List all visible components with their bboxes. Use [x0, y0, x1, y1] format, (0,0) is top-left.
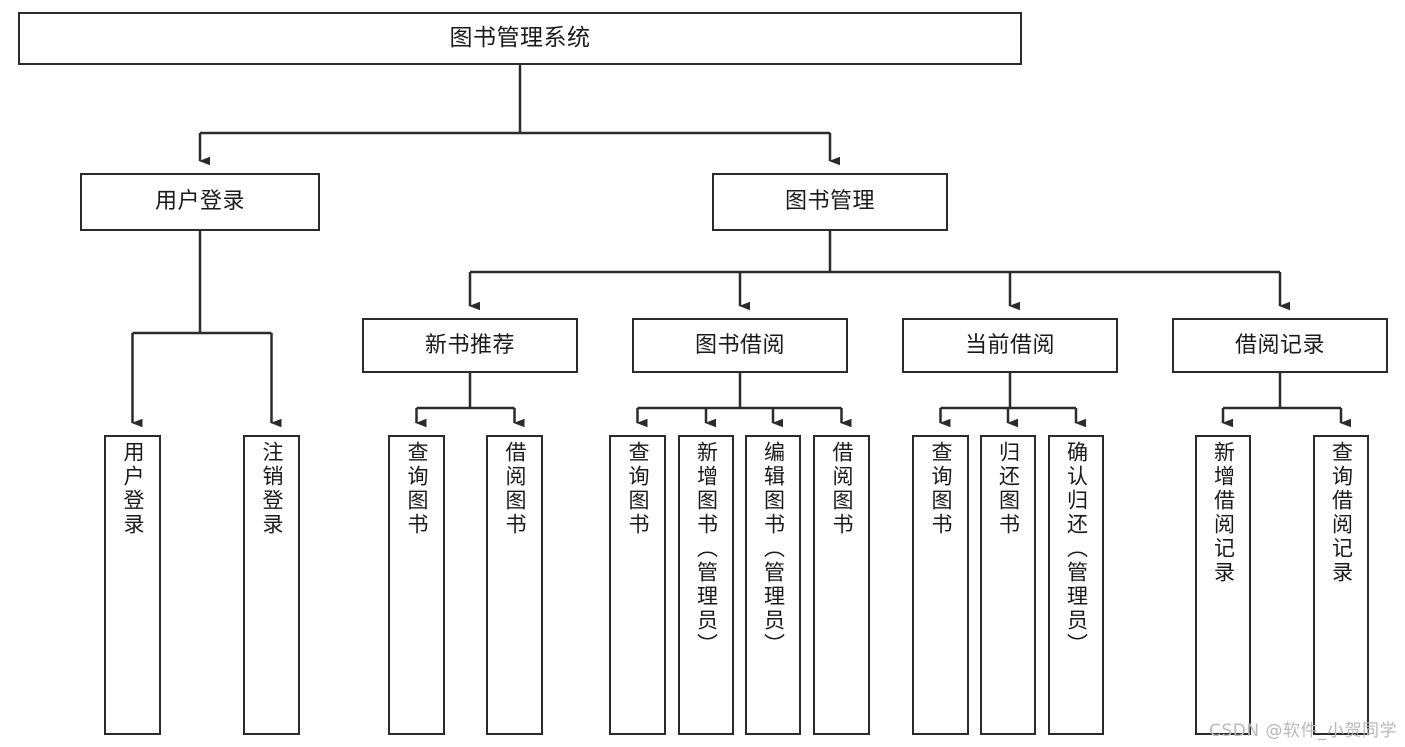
node-leaf-cl-query[interactable]: 查询图书 — [912, 435, 969, 735]
node-label: 新增图书（管理员） — [694, 441, 719, 657]
node-label: 确认归还（管理员） — [1064, 441, 1089, 657]
node-label: 查询图书 — [626, 441, 650, 537]
node-label: 当前借阅 — [964, 332, 1055, 358]
node-leaf-bb-add[interactable]: 新增图书（管理员） — [678, 435, 734, 735]
node-label: 借阅图书 — [503, 441, 527, 537]
node-label: 查询图书 — [405, 441, 429, 537]
node-leaf-lr-add[interactable]: 新增借阅记录 — [1195, 435, 1251, 735]
node-root[interactable]: 图书管理系统 — [18, 12, 1022, 65]
node-label: 借阅图书 — [830, 441, 854, 537]
node-label: 查询图书 — [929, 441, 953, 537]
node-leaf-rec-query[interactable]: 查询图书 — [388, 435, 445, 735]
node-l3-current-loan[interactable]: 当前借阅 — [902, 318, 1118, 373]
node-l2-book-mgmt[interactable]: 图书管理 — [712, 173, 948, 231]
node-leaf-cl-confirm[interactable]: 确认归还（管理员） — [1048, 435, 1104, 735]
node-l3-book-borrow[interactable]: 图书借阅 — [632, 318, 848, 373]
node-label: 新增借阅记录 — [1211, 441, 1236, 585]
node-leaf-cl-return[interactable]: 归还图书 — [980, 435, 1036, 735]
node-label: 新书推荐 — [424, 332, 515, 358]
node-leaf-lr-query[interactable]: 查询借阅记录 — [1313, 435, 1369, 735]
node-leaf-bb-borrow[interactable]: 借阅图书 — [813, 435, 870, 735]
node-leaf-user-login[interactable]: 用户登录 — [104, 435, 161, 735]
watermark-label: CSDN @软件_小贺同学 — [1209, 721, 1397, 741]
node-label: 注销登录 — [260, 441, 284, 537]
node-l2-user-login[interactable]: 用户登录 — [80, 173, 320, 231]
node-label: 图书管理 — [784, 189, 875, 215]
node-label: 查询借阅记录 — [1329, 441, 1354, 585]
node-l3-loan-record[interactable]: 借阅记录 — [1172, 318, 1388, 373]
node-leaf-rec-borrow[interactable]: 借阅图书 — [486, 435, 543, 735]
node-label: 用户登录 — [121, 441, 145, 537]
node-label: 用户登录 — [154, 189, 245, 215]
connector-paths — [131, 65, 1351, 428]
node-label: 借阅记录 — [1234, 332, 1325, 358]
node-leaf-bb-edit[interactable]: 编辑图书（管理员） — [745, 435, 801, 735]
node-l3-new-book-rec[interactable]: 新书推荐 — [362, 318, 578, 373]
node-label: 图书借阅 — [694, 332, 785, 358]
node-label: 图书管理系统 — [449, 24, 591, 51]
node-label: 编辑图书（管理员） — [761, 441, 786, 657]
node-leaf-user-logout[interactable]: 注销登录 — [243, 435, 300, 735]
node-label: 归还图书 — [996, 441, 1021, 537]
node-leaf-bb-query[interactable]: 查询图书 — [609, 435, 666, 735]
